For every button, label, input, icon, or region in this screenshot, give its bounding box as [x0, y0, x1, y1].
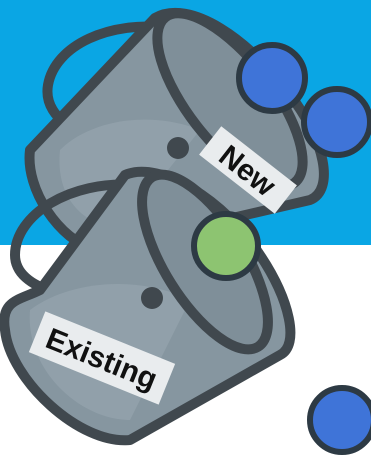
green-ball-icon — [194, 214, 258, 278]
blue-ball-2-icon — [304, 89, 370, 155]
blue-ball-3-icon — [310, 388, 371, 452]
existing-bucket-pivot — [141, 287, 163, 309]
blue-ball-1-icon — [239, 45, 305, 111]
new-bucket-pivot — [167, 137, 189, 159]
